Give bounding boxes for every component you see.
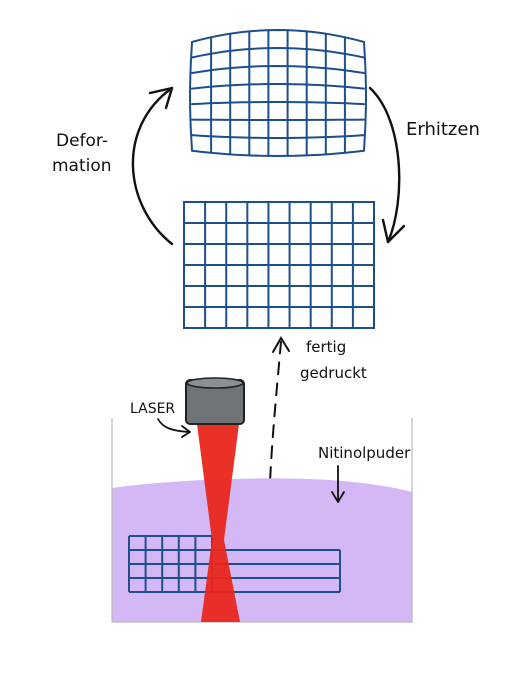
laser-beam	[197, 424, 240, 622]
deformed-grid-hline	[191, 134, 365, 139]
heating-label: Erhitzen	[406, 119, 480, 140]
heating-arrow	[368, 86, 406, 244]
powder-pointer-arrow	[331, 465, 345, 503]
printed-label-line1: fertig	[306, 338, 346, 356]
laser-head	[185, 377, 245, 425]
printed-label-line2: gedruckt	[300, 364, 367, 382]
deformed-grid-hline	[191, 101, 365, 106]
deformed-grid-hline	[191, 64, 365, 74]
deformation-label-line1: Defor-	[56, 131, 108, 151]
deformed-grid-vline	[363, 41, 368, 152]
deformation-label-line2: mation	[52, 156, 112, 176]
laser-label: LASER	[130, 401, 175, 417]
deformed-grid-hline	[191, 83, 365, 90]
tank-walls	[111, 418, 413, 623]
deformed-grid-hline	[191, 149, 365, 158]
flat-grid	[183, 201, 375, 329]
deformed-grid-hline	[191, 46, 365, 59]
deformation-arrow	[131, 86, 174, 246]
laser-pointer-arrow	[157, 418, 191, 438]
deformed-grid	[188, 28, 368, 158]
deformed-grid-vline	[188, 41, 193, 152]
powder-label: Nitinolpuder	[318, 444, 411, 462]
deformed-grid-hline	[191, 28, 365, 43]
